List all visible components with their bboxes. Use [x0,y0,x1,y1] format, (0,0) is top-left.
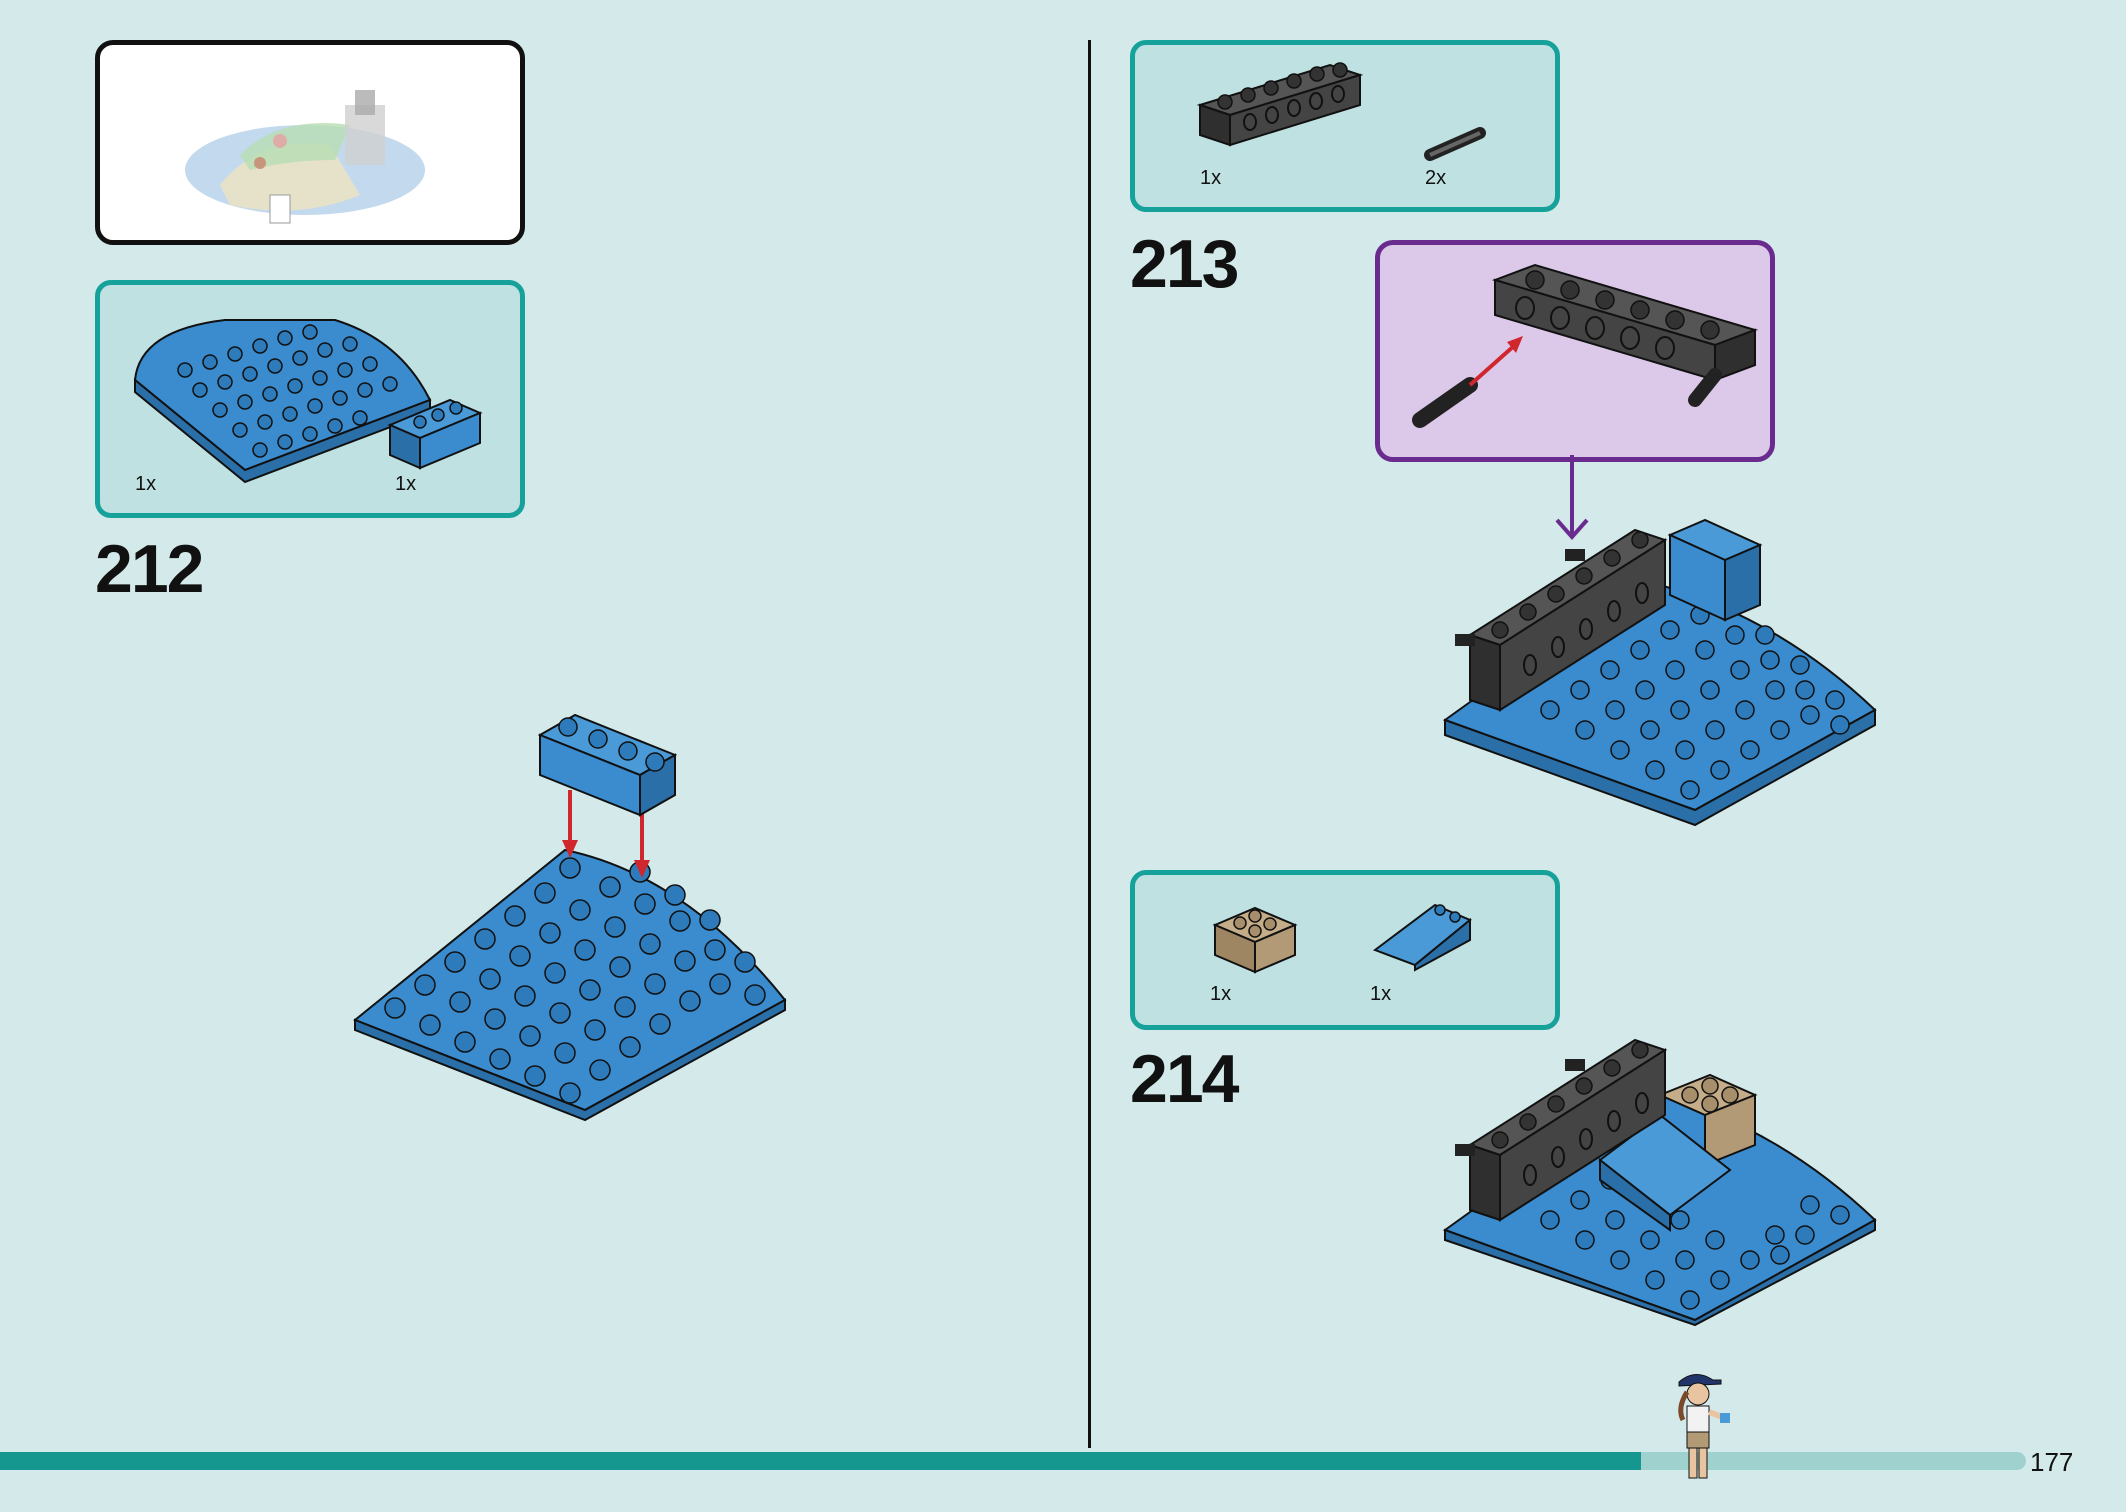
step-number-212: 212 [95,531,204,607]
parts-list-212: 1x 1x [95,280,525,518]
part-qty: 1x [395,473,417,495]
part-qty: 1x [1210,983,1232,1005]
progress-bar [0,1452,2026,1470]
part-qty: 2x [1425,167,1447,189]
blue-slope-icon [1372,903,1472,972]
step-213-illustration [1442,518,1877,827]
model-overview-image [185,90,425,224]
tan-brick-icon [1212,906,1298,974]
black-technic-brick-icon [1196,62,1364,147]
part-qty: 1x [1370,983,1392,1005]
step-214-illustration [1442,1038,1877,1327]
part-qty: 1x [1200,167,1222,189]
red-arrow-icon [562,790,650,878]
step-212-illustration [353,848,787,1122]
page-number: 177 [2030,1447,2074,1477]
page-divider [1088,40,1091,1448]
technic-pin-assembly-image [1412,263,1759,428]
step-number-213: 213 [1130,226,1239,302]
step-number-214: 214 [1130,1041,1239,1117]
sub-assembly-callout [1375,240,1775,462]
progress-fill [0,1452,1642,1470]
overview-thumbnail [95,40,525,245]
minifigure-icon [1678,1374,1730,1479]
arrow-down-icon [1555,455,1589,541]
blue-brick-icon [387,398,483,470]
parts-list-213: 1x 2x [1130,40,1560,212]
connector-pin-icon [1424,127,1486,161]
parts-list-214: 1x 1x [1130,870,1560,1030]
blue-brick-icon [537,713,678,817]
part-qty: 1x [135,473,157,495]
round-plate-icon [133,319,432,484]
